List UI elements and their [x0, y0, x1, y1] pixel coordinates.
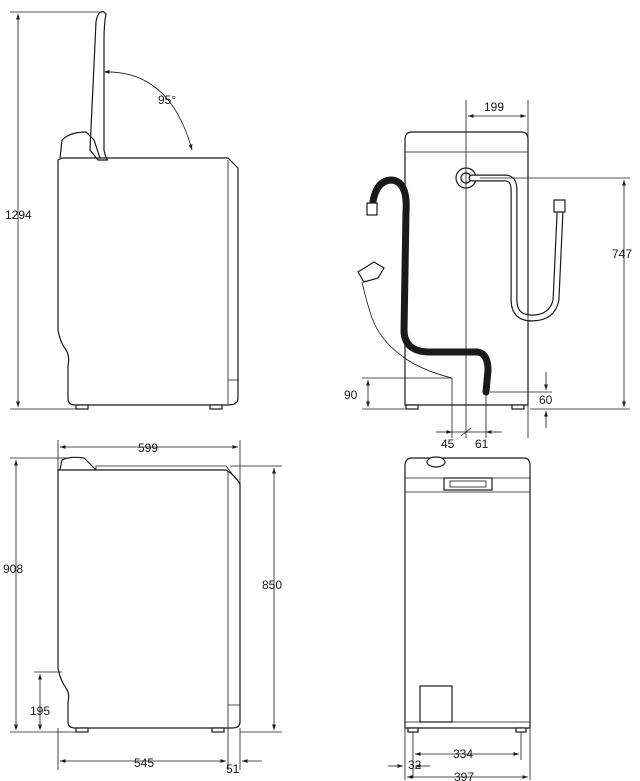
inlet-hose-connector: [553, 199, 566, 213]
dim-label-195: 195: [30, 704, 50, 718]
open-lid: [89, 11, 109, 161]
side2-control-panel: [59, 456, 97, 471]
inlet-hose-inner: [469, 175, 563, 321]
front-foot-right: [515, 727, 527, 733]
dim-label-199: 199: [484, 100, 504, 114]
drain-hose-end: [366, 202, 378, 216]
side-body-outline: [57, 157, 239, 406]
side2-foot-front: [75, 727, 89, 733]
side-view-lid-closed: [10, 440, 282, 770]
dim-label-850: 850: [262, 578, 282, 592]
drain-hose-ribs: [369, 177, 491, 393]
dim-label-334: 334: [453, 747, 473, 761]
front-body-outline: [404, 457, 531, 729]
dim-label-397: 397: [454, 770, 474, 781]
front-display-screen: [449, 480, 487, 488]
dim-label-908: 908: [3, 562, 23, 576]
dim-tick-45-61: [460, 427, 472, 437]
power-plug: [357, 261, 385, 283]
front-program-knob: [426, 456, 446, 468]
side-foot-front: [75, 404, 89, 410]
side2-foot-rear: [211, 727, 225, 733]
side-foot-rear: [209, 404, 223, 410]
dim-label-32: 32: [408, 758, 422, 772]
front-foot-left: [407, 727, 419, 733]
front-display-panel: [443, 477, 493, 491]
dim-label-61: 61: [475, 437, 489, 451]
side2-lid-top: [95, 465, 241, 485]
dim-label-95deg: 95°: [158, 93, 176, 107]
rear-view-hoses: [357, 100, 630, 438]
dim-label-1294: 1294: [5, 208, 32, 222]
rear-foot-right: [511, 404, 525, 410]
power-cord: [361, 281, 453, 379]
front-view: [388, 456, 531, 780]
dim-label-599: 599: [138, 441, 158, 455]
lid-angle-arc: [103, 69, 193, 151]
dim-label-545: 545: [134, 756, 154, 770]
side-body-rear-panel: [227, 160, 238, 381]
side-view-lid-open: [10, 11, 239, 410]
drain-hose: [368, 176, 492, 396]
dim-label-747: 747: [612, 247, 632, 261]
dim-label-45: 45: [441, 437, 455, 451]
dim-label-51: 51: [226, 762, 240, 776]
rear-foot-left: [405, 404, 419, 410]
side2-body-outline: [57, 469, 241, 729]
dim-label-90: 90: [344, 388, 358, 402]
front-service-flap: [419, 685, 453, 723]
side-control-panel: [59, 131, 101, 159]
dim-label-60: 60: [539, 393, 553, 407]
side2-rear-panel: [227, 472, 240, 706]
